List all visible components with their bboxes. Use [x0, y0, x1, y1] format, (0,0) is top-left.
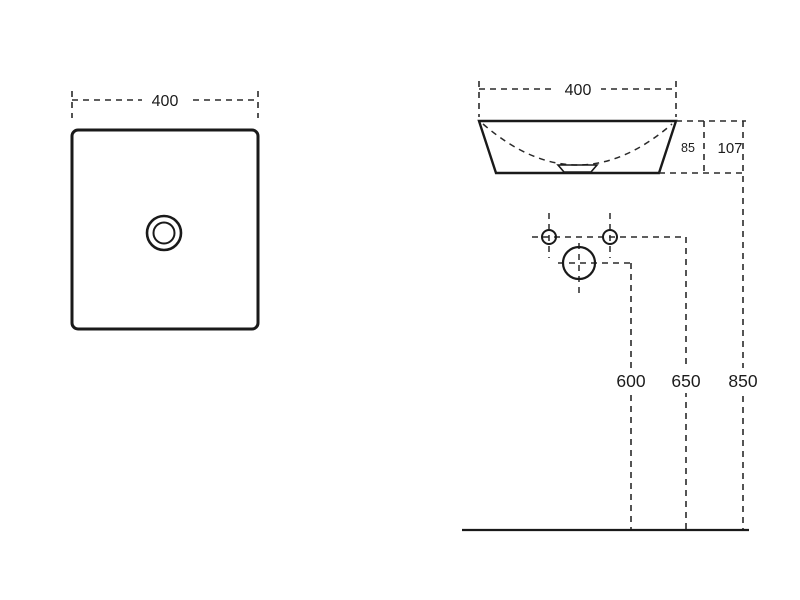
- tap-hole-left-icon: [541, 229, 557, 245]
- bowl-depth-label-bg: [676, 139, 701, 155]
- top-view-width-label: 400: [152, 93, 179, 110]
- top-view-basin-outline: [70, 128, 260, 331]
- tap-hole-right-icon: [602, 229, 618, 245]
- front-view-drain-icon: [556, 164, 599, 173]
- height-600-label: 600: [616, 371, 645, 391]
- height-600-label-bg: [608, 368, 654, 393]
- height-650-label: 650: [671, 371, 700, 391]
- front-view: 400 85 107: [477, 80, 749, 175]
- installation-layout: 600 650 850: [462, 121, 767, 532]
- height-850-label: 850: [728, 371, 757, 391]
- front-view-width-label: 400: [565, 82, 592, 99]
- top-view-width-label-bg: [142, 91, 188, 109]
- height-850-label-bg: [720, 368, 767, 393]
- front-view-width-label-bg: [555, 80, 601, 98]
- top-view: 400: [70, 91, 260, 331]
- bowl-depth-label: 85: [681, 141, 695, 155]
- total-height-label-bg: [711, 138, 749, 156]
- top-view-drain-outer-icon: [145, 214, 183, 252]
- top-view-drain-inner-icon: [152, 221, 176, 245]
- front-view-bowl-inner-curve: [482, 123, 673, 166]
- spout-hole-icon: [561, 245, 597, 281]
- height-650-label-bg: [663, 368, 709, 393]
- total-height-label: 107: [717, 140, 742, 157]
